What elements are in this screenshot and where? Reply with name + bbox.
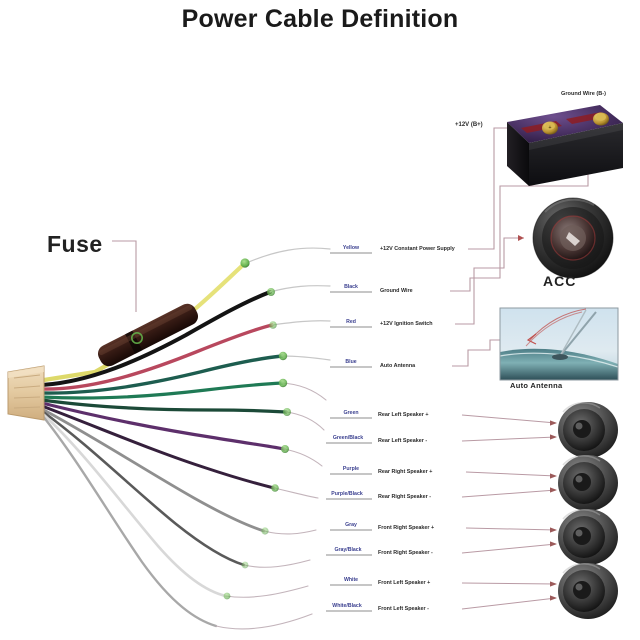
wire-function-rear-right-neg: Rear Right Speaker - xyxy=(378,494,432,500)
wire-function-auto-antenna: Auto Antenna xyxy=(380,363,416,369)
wire-color-label-white-black: White/Black xyxy=(332,603,362,609)
wire-function-ground: Ground Wire xyxy=(380,288,413,294)
wire-color-label-blue: Blue xyxy=(345,359,357,365)
wire-function-rear-left-pos: Rear Left Speaker + xyxy=(378,412,429,418)
fuse-label: Fuse xyxy=(47,231,103,257)
car-battery: + xyxy=(507,105,623,186)
wire-color-label-green: Green xyxy=(343,410,359,416)
wire-color-label-yellow: Yellow xyxy=(342,245,360,251)
harness-connector xyxy=(7,365,45,421)
auto-antenna-photo xyxy=(499,307,619,381)
battery-ground-label: Ground Wire (B-) xyxy=(561,91,607,97)
wire-color-label-white: White xyxy=(343,577,359,583)
fuse-holder xyxy=(97,303,199,367)
wire-function-constant-power: +12V Constant Power Supply xyxy=(380,246,455,252)
wire-function-front-right-neg: Front Right Speaker - xyxy=(378,550,433,556)
svg-text:+: + xyxy=(549,125,552,131)
speaker-arrowheads xyxy=(550,420,557,601)
page-title: Power Cable Definition xyxy=(181,5,459,33)
wire-bundle xyxy=(40,247,331,630)
speaker-1 xyxy=(558,402,618,458)
speaker-2 xyxy=(558,455,618,511)
battery-positive-label: +12V (B+) xyxy=(455,122,483,128)
speaker-4 xyxy=(558,563,618,619)
wire-color-label-purple: Purple xyxy=(342,466,360,472)
wire-function-front-left-neg: Front Left Speaker - xyxy=(378,606,429,612)
speaker-3 xyxy=(558,509,618,565)
wire-function-front-right-pos: Front Right Speaker + xyxy=(378,525,435,531)
wire-function-front-left-pos: Front Left Speaker + xyxy=(378,580,431,586)
wire-color-label-gray: Gray xyxy=(345,522,357,528)
route-arrowheads xyxy=(518,235,524,241)
wire-function-rear-right-pos: Rear Right Speaker + xyxy=(378,469,433,475)
acc-label: ACC xyxy=(543,273,577,289)
wire-function-rear-left-neg: Rear Left Speaker - xyxy=(378,438,428,444)
color-label-underlines xyxy=(326,252,372,612)
wire-color-label-red: Red xyxy=(346,319,356,325)
wire-color-label-black: Black xyxy=(344,284,358,290)
wire-color-label-green-black: Green/Black xyxy=(332,435,364,441)
wire-color-label-gray-black: Gray/Black xyxy=(334,547,362,553)
speaker-route-lines xyxy=(461,414,557,610)
wire-function-ignition-switch: +12V Ignition Switch xyxy=(380,321,433,327)
auto-antenna-label: Auto Antenna xyxy=(510,381,563,390)
fuse-leader-line xyxy=(112,240,137,312)
ignition-key-cylinder xyxy=(532,197,614,279)
wire-color-label-purple-black: Purple/Black xyxy=(331,491,363,497)
